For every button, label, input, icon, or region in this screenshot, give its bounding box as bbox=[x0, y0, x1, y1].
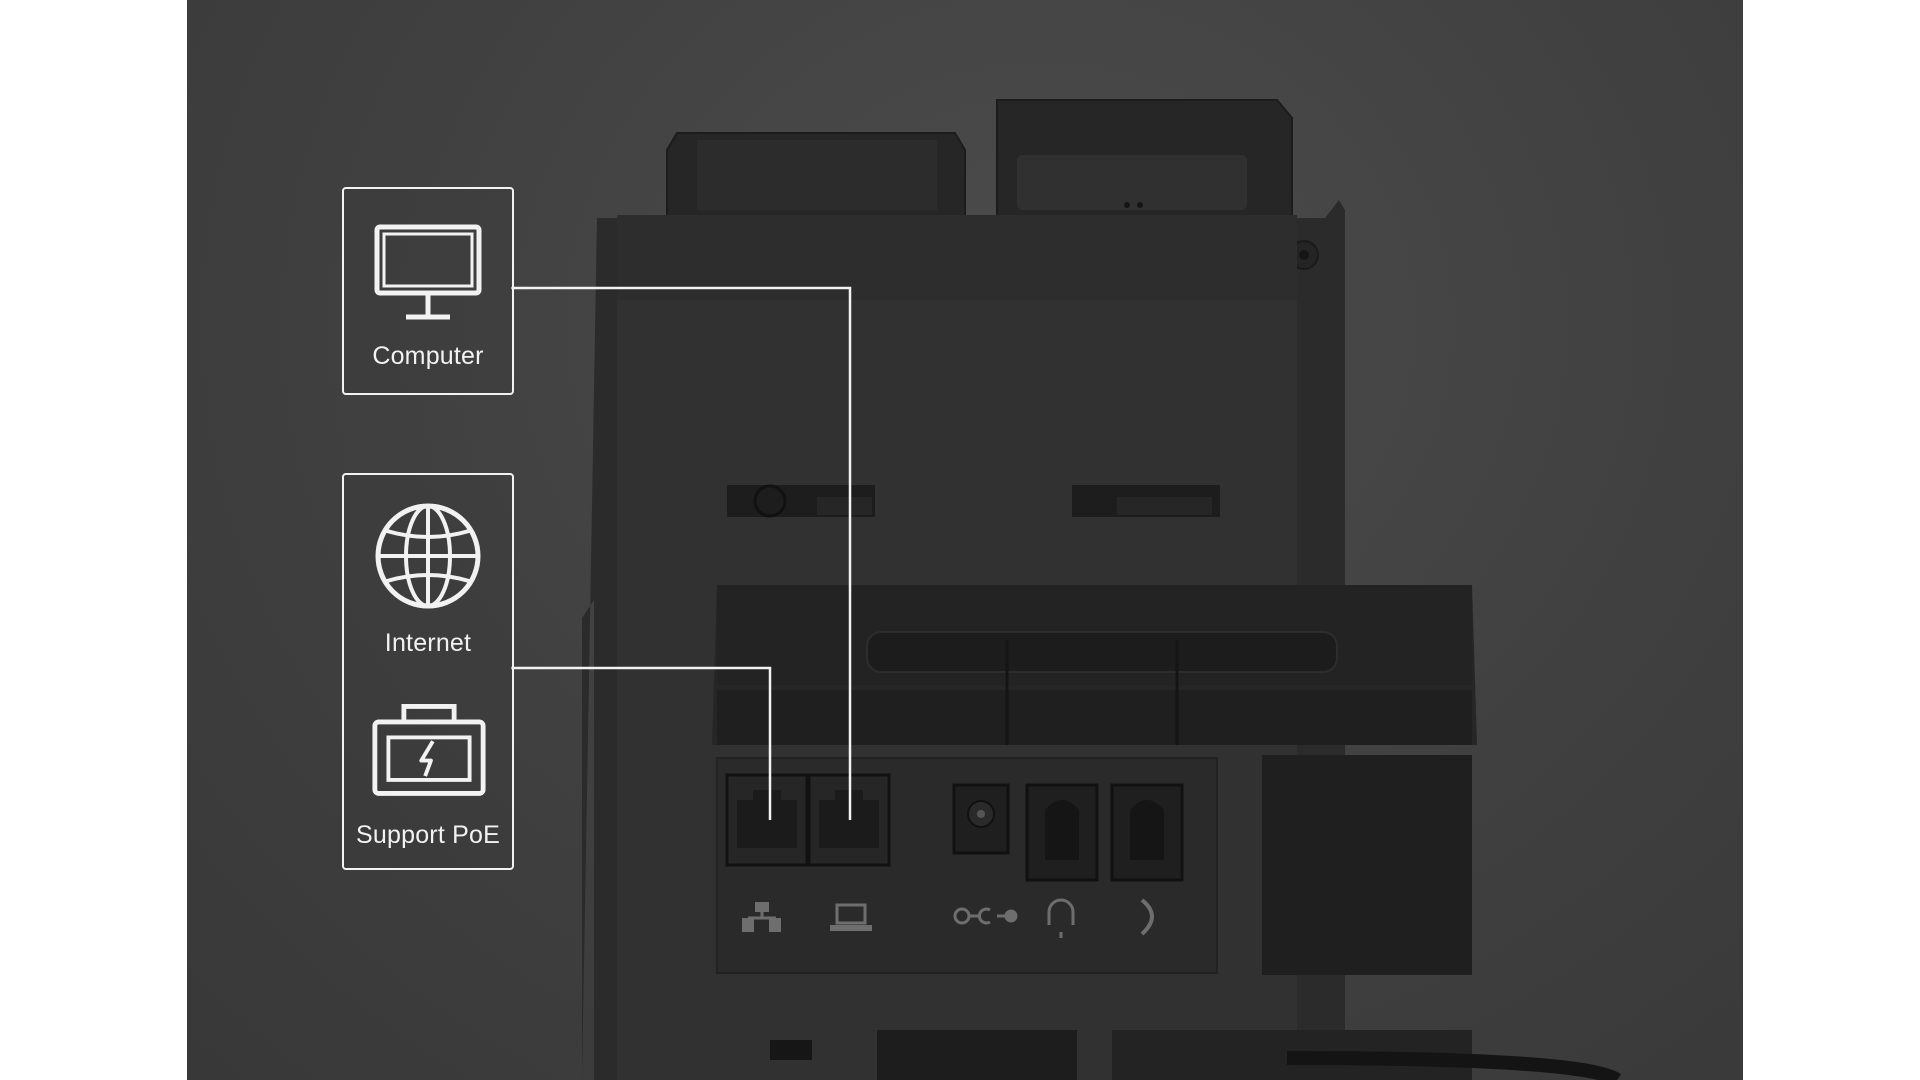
monitor-icon bbox=[374, 224, 482, 320]
network-port-icon bbox=[742, 902, 781, 932]
internet-connector-line bbox=[511, 666, 772, 820]
internet-poe-label-box: Internet Support PoE bbox=[342, 473, 514, 870]
pc-port-icon bbox=[830, 903, 872, 931]
phone-back-illustration bbox=[511, 99, 1622, 1080]
computer-label-box: Computer bbox=[342, 187, 514, 395]
poe-label: Support PoE bbox=[356, 821, 500, 849]
headset-icon bbox=[1047, 898, 1075, 938]
product-photo-panel: Computer Internet Support PoE bbox=[187, 0, 1743, 1080]
internet-label: Internet bbox=[384, 629, 472, 657]
computer-connector-line bbox=[511, 286, 852, 820]
dc-power-icon bbox=[953, 907, 1018, 925]
port-handset bbox=[1110, 783, 1184, 882]
port-headset bbox=[1025, 783, 1099, 882]
connector-lines bbox=[511, 286, 852, 820]
globe-icon bbox=[375, 503, 481, 609]
port-network bbox=[725, 773, 809, 867]
computer-label: Computer bbox=[372, 342, 484, 370]
phone-body bbox=[582, 99, 1622, 1080]
handset-icon bbox=[1140, 898, 1154, 936]
poe-power-icon bbox=[372, 704, 486, 796]
port-dc-power bbox=[952, 783, 1010, 855]
